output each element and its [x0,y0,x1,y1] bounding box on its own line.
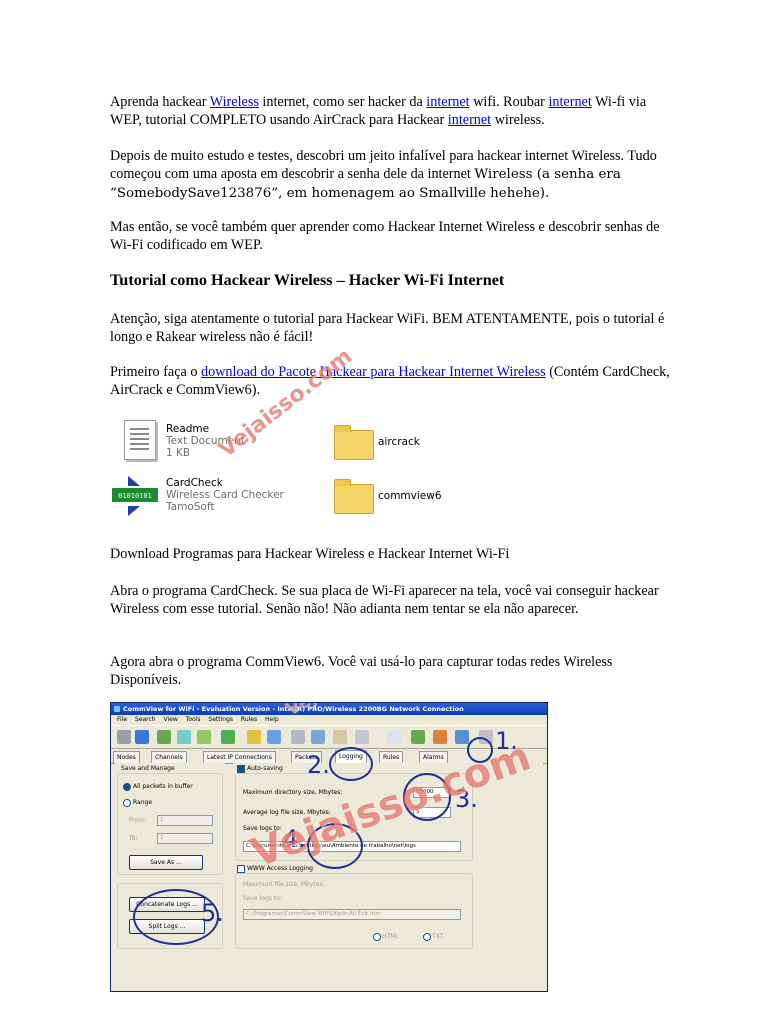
link-internet-3[interactable]: internet [447,112,492,128]
start-capture-icon[interactable] [135,730,149,744]
commview-paragraph: Agora abra o programa CommView6. Você va… [110,654,613,688]
alarm-icon[interactable] [433,730,447,744]
search-icon[interactable] [247,730,261,744]
download-package-link[interactable]: download do Pacote Hackear para Hackear … [201,364,546,380]
menu-tools[interactable]: Tools [185,716,201,723]
aircrack-folder[interactable]: aircrack [378,436,420,448]
save-icon[interactable] [177,730,191,744]
avg-log-size-label: Average log file size, Mbytes: [243,809,331,816]
folder-icon [334,425,374,460]
window-titlebar: CommView for WiFi - Evaluation Version -… [111,703,547,715]
www-logging-checkbox[interactable] [237,865,245,873]
download-paragraph: Primeiro faça o download do Pacote Hacke… [110,364,670,398]
cardcheck-file[interactable]: CardCheck Wireless Card Checker TamoSoft [166,477,284,513]
node-reassembly-icon[interactable] [411,730,425,744]
reconstruct-icon[interactable] [311,730,325,744]
annotation-circle-2 [329,747,373,781]
svg-text:01010101: 01010101 [118,492,152,500]
all-packets-label: All packets in buffer [133,783,193,790]
save-logs-to-label: Save logs to: [243,825,282,832]
save-manage-pane: Save and Manage All packets in buffer Ra… [115,763,225,989]
cardcheck-app-icon: 01010101 [112,476,158,516]
link-internet-1[interactable]: internet [426,94,470,110]
save-logs-to-label-2: Save logs to: [243,895,282,902]
menu-rules[interactable]: Rules [240,716,258,723]
tab-nodes[interactable]: Nodes [113,751,140,763]
grid-icon[interactable] [291,730,305,744]
refresh-icon[interactable] [197,730,211,744]
log-viewer-icon[interactable] [387,730,401,744]
annotation-circle-1 [467,737,493,763]
tab-rules[interactable]: Rules [379,751,404,763]
menu-search[interactable]: Search [134,716,156,723]
html-format-label: HTML [382,933,399,940]
tab-latest-ip[interactable]: Latest IP Connections [203,751,276,763]
www-logging-label: WWW Access Logging [247,865,313,872]
text-document-icon [124,420,156,460]
menu-settings[interactable]: Settings [208,716,233,723]
warning-paragraph: Atenção, siga atentamente o tutorial par… [110,311,665,345]
all-packets-radio[interactable] [123,783,131,791]
annotation-circle-4 [307,823,363,869]
to-label: To: [129,835,138,842]
filter-icon[interactable] [221,730,235,744]
txt-format-label: TXT [432,933,444,940]
auto-saving-label: Auto-saving [247,765,283,772]
menu-file[interactable]: File [117,716,128,723]
annotation-circle-5 [133,889,219,945]
app-icon [114,706,120,712]
section-heading: Tutorial como Hackear Wireless – Hacker … [110,271,505,289]
annotation-number-4: 4. [283,825,306,853]
statistics-icon[interactable] [333,730,347,744]
link-wireless[interactable]: Wireless [209,94,259,110]
from-input[interactable]: 1 [157,815,213,826]
commview6-folder[interactable]: commview6 [378,490,442,502]
password-note: Wireless (a senha era “SomebodySave12387… [110,167,621,201]
to-input[interactable]: 1 [157,833,213,844]
intro-paragraph: Aprenda hackear Wireless internet, como … [110,94,647,128]
link-internet-2[interactable]: internet [548,94,592,110]
save-manage-label: Save and Manage [121,765,175,772]
find-icon[interactable] [267,730,281,744]
commview-screenshot: CommView for WiFi - Evaluation Version -… [110,702,548,992]
save-as-button[interactable]: Save As ... [129,855,203,870]
folder-icon [334,479,374,514]
menu-help[interactable]: Help [265,716,279,723]
menu-bar: File Search View Tools Settings Rules He… [111,715,547,725]
tab-alarms[interactable]: Alarms [419,751,448,763]
readme-file[interactable]: Readme Text Document 1 KB [166,423,245,459]
wep-keys-icon[interactable] [455,730,469,744]
open-icon[interactable] [157,730,171,744]
options-icon[interactable] [355,730,369,744]
www-log-path-input[interactable]: C:\Programas\CommView WiFi\Ofgdir-All Ex… [243,909,461,920]
auto-saving-checkbox[interactable] [237,765,245,773]
annotation-number-3: 3. [455,785,478,813]
annotation-number-5: 5. [201,899,224,927]
max-file-size-label: Maximum file size, Mbytes: [243,881,325,888]
story-paragraph: Depois de muito estudo e testes, descobr… [110,148,657,201]
max-directory-label: Maximum directory size, Mbytes: [243,789,343,796]
annotation-number-2: 2. [307,751,330,779]
txt-format-radio[interactable] [423,933,431,941]
tab-packets[interactable]: Packets [291,751,322,763]
file-listing-figure: Readme Text Document 1 KB 01010101 CardC… [110,344,442,522]
from-label: From: [129,817,146,824]
html-format-radio[interactable] [373,933,381,941]
figure-caption: Download Programas para Hackear Wireless… [110,546,510,562]
range-label: Range [133,799,153,806]
annotation-circle-3 [403,773,451,821]
stop-icon[interactable] [117,730,131,744]
menu-view[interactable]: View [163,716,178,723]
range-radio[interactable] [123,799,131,807]
annotation-number-1: 1. [495,727,518,755]
motivation-paragraph: Mas então, se você também quer aprender … [110,219,660,253]
cardcheck-paragraph: Abra o programa CardCheck. Se sua placa … [110,583,659,617]
tab-channels[interactable]: Channels [151,751,187,763]
